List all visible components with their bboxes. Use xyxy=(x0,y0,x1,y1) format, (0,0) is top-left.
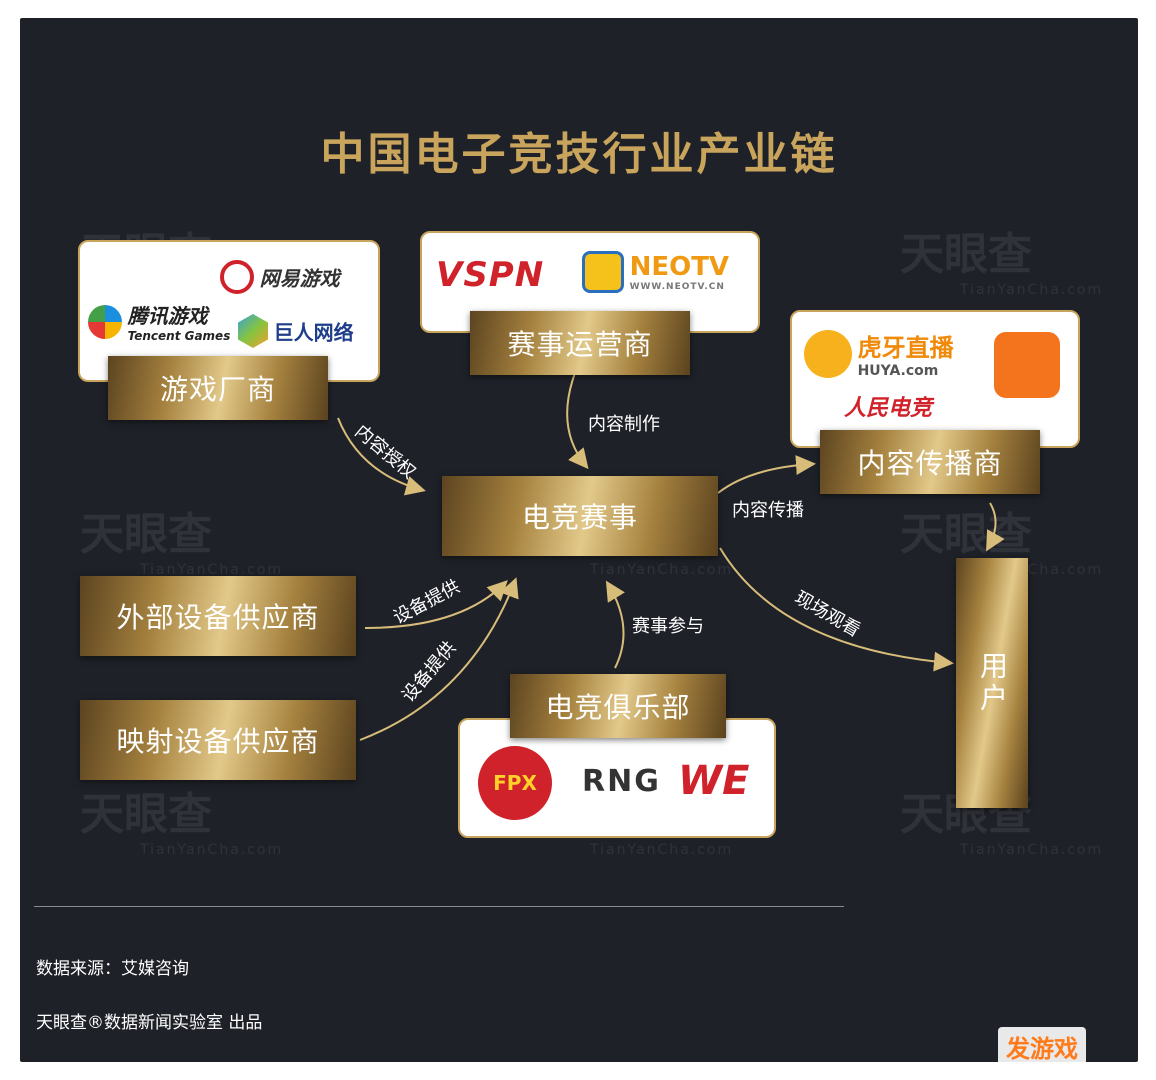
corner-badge: 发游戏 xyxy=(998,1027,1086,1066)
page-title: 中国电子竞技行业产业链 xyxy=(320,129,838,180)
huya-logo: 虎牙直播 HUYA.com xyxy=(804,328,954,379)
tencent-icon xyxy=(88,304,122,339)
huya-icon xyxy=(804,329,852,378)
node-esports-event: 电竞赛事 xyxy=(442,476,718,556)
content-distributor-card: 虎牙直播 HUYA.com 人民电竞 xyxy=(790,310,1080,448)
node-external-equipment: 外部设备供应商 xyxy=(80,576,356,656)
netease-logo: 网易游戏 xyxy=(220,260,340,294)
flow-arrows xyxy=(337,372,1005,741)
edge-label-content-production: 内容制作 xyxy=(588,414,660,435)
node-user: 用户 xyxy=(956,558,1028,808)
giant-icon xyxy=(238,314,268,348)
we-logo: WE xyxy=(678,758,750,804)
edge-label-content-distribution: 内容传播 xyxy=(732,500,804,521)
node-mapping-equipment: 映射设备供应商 xyxy=(80,700,356,780)
esports-club-card: FPX RNG WE xyxy=(458,718,776,838)
shark-app-icon xyxy=(994,332,1060,398)
edge-label-event-participation: 赛事参与 xyxy=(632,616,704,637)
arrow-live-viewing xyxy=(719,547,954,672)
arrow-content-license xyxy=(337,417,426,496)
rng-logo: RNG xyxy=(582,764,661,799)
arrow-equipment-1 xyxy=(364,580,508,629)
neotv-icon xyxy=(582,251,624,293)
people-esports-logo: 人民电竞 xyxy=(844,396,933,421)
neotv-logo: NEOTV WWW.NEOTV.CN xyxy=(582,251,729,293)
node-event-operator: 赛事运营商 xyxy=(470,311,690,375)
netease-icon xyxy=(220,260,254,294)
arrow-to-user xyxy=(986,502,1005,552)
vspn-logo: VSPN xyxy=(436,255,545,295)
arrow-equipment-2 xyxy=(359,577,519,741)
node-esports-club: 电竞俱乐部 xyxy=(510,674,726,738)
giant-logo: 巨人网络 xyxy=(238,314,354,348)
arrow-content-production xyxy=(566,372,589,470)
arrow-content-distribution xyxy=(717,455,816,494)
node-content-distributor: 内容传播商 xyxy=(820,430,1040,494)
node-game-vendor: 游戏厂商 xyxy=(108,356,328,420)
data-source: 数据来源：艾媒咨询 xyxy=(36,959,189,979)
tencent-logo: 腾讯游戏 Tencent Games xyxy=(88,300,230,343)
credit-line: 天眼查®数据新闻实验室 出品 xyxy=(36,1013,263,1033)
arrow-event-participation xyxy=(605,580,625,669)
footer-divider xyxy=(34,906,844,907)
fpx-logo: FPX xyxy=(478,746,552,820)
